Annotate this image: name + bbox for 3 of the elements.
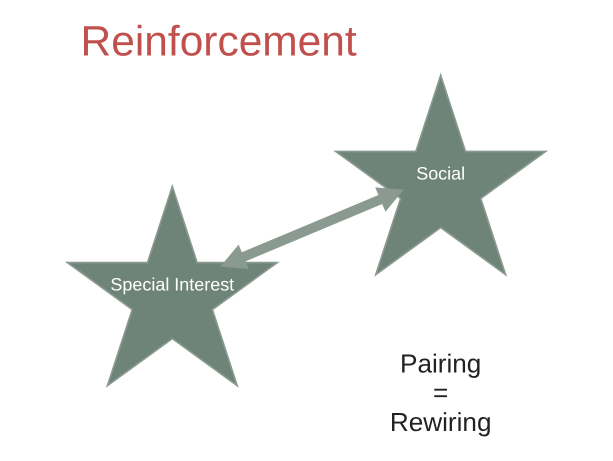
- diagram-title: Reinforcement: [80, 17, 357, 64]
- arrow: [220, 187, 404, 270]
- label: Pairing = Rewiring: [390, 348, 492, 438]
